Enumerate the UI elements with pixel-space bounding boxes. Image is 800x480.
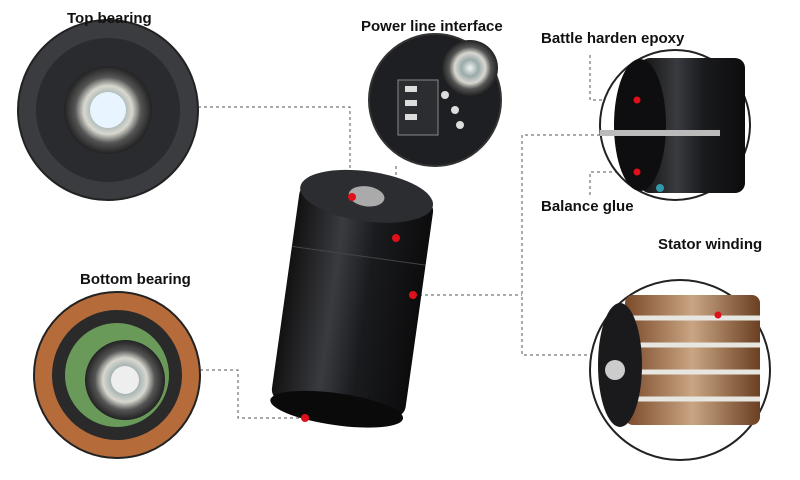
label-balance-glue: Balance glue [541, 198, 634, 215]
power-line-image [368, 33, 502, 167]
label-bottom-bearing: Bottom bearing [80, 271, 191, 288]
leader-lines [198, 55, 637, 419]
epoxy-image [599, 49, 751, 201]
stator-winding-image [589, 279, 771, 461]
top-bearing-image [17, 19, 199, 201]
label-power-line-interface: Power line interface [361, 18, 503, 35]
label-stator-winding: Stator winding [658, 236, 763, 253]
bottom-bearing-image [33, 291, 201, 459]
markers [301, 96, 722, 422]
label-battle-harden-epoxy: Battle harden epoxy [541, 30, 685, 47]
label-top-bearing: Top bearing [67, 10, 152, 27]
motor-body [270, 169, 434, 428]
